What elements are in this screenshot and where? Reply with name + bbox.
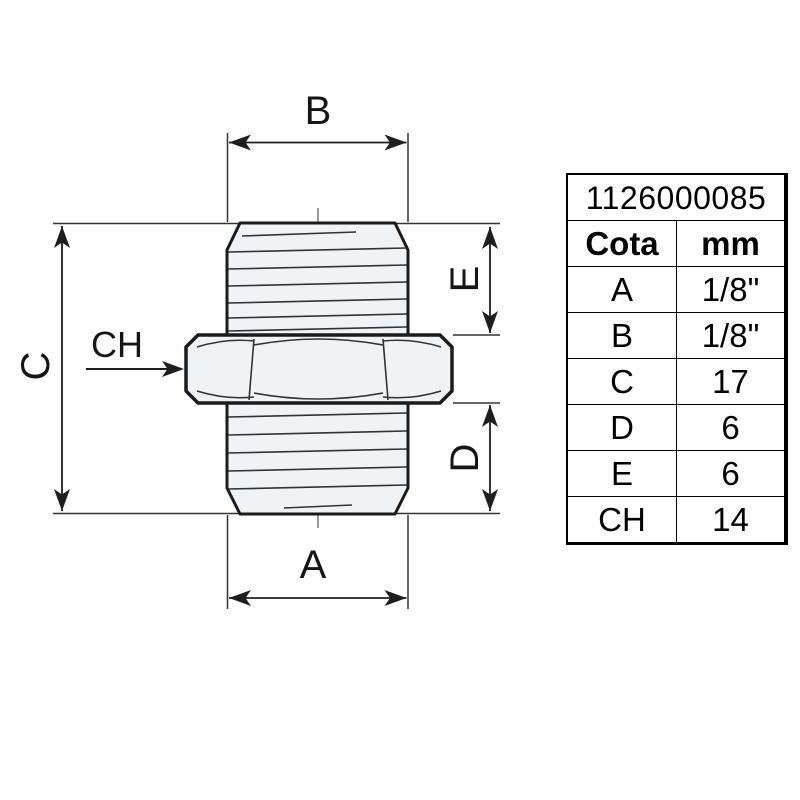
col-header-cota: Cota [566, 220, 677, 267]
hex-outline [184, 333, 454, 405]
dim-label-d: D [443, 444, 487, 473]
arrow-down-icon [482, 489, 498, 511]
dimension-a: A [229, 543, 407, 606]
dim-label-e: E [443, 266, 487, 293]
table-row: B 1/8" [566, 312, 787, 359]
hex-facet-lines [196, 338, 442, 401]
part-number: 1126000085 [566, 173, 787, 221]
arrow-left-icon [229, 134, 251, 151]
dimension-e: E [443, 227, 498, 333]
table-row: D 6 [566, 404, 787, 451]
dimension-b: B [229, 89, 407, 151]
dim-cell: D [566, 404, 677, 451]
dim-label-ch: CH [91, 324, 143, 365]
dim-cell: B [566, 312, 677, 359]
dim-label-c: C [14, 352, 58, 381]
table-row: CH 14 [566, 496, 787, 544]
dim-cell: A [566, 266, 677, 313]
table-row: C 17 [566, 358, 787, 405]
top-thread-lines [228, 231, 407, 332]
hex-nut [184, 333, 454, 405]
value-cell: 1/8" [676, 266, 787, 313]
dimension-table: 1126000085 Cota mm A 1/8" B 1/8" C 17 D … [566, 173, 788, 545]
arrow-down-icon [54, 489, 70, 511]
dimension-c: C [14, 226, 70, 511]
arrow-right-icon [384, 134, 407, 151]
value-cell: 17 [676, 358, 787, 405]
dim-cell: E [566, 450, 677, 497]
table-row: E 6 [566, 450, 787, 497]
dim-cell: C [566, 358, 677, 405]
part-number-row: 1126000085 [566, 173, 787, 221]
dim-label-a: A [300, 543, 327, 587]
value-cell: 14 [676, 496, 787, 544]
part-bottom-thread-section [225, 401, 410, 516]
bottom-thread-lines [228, 412, 407, 509]
table-header-row: Cota mm [566, 220, 787, 267]
dim-cell: CH [566, 496, 677, 544]
value-cell: 1/8" [676, 312, 787, 359]
value-cell: 6 [676, 450, 787, 497]
ch-callout: CH [86, 324, 184, 377]
dimension-d: D [443, 405, 498, 511]
part-top-thread-section [225, 221, 410, 337]
dim-label-b: B [305, 89, 332, 133]
table-row: A 1/8" [566, 266, 787, 313]
arrow-right-icon [384, 590, 407, 606]
arrow-left-icon [229, 590, 251, 606]
arrow-up-icon [54, 226, 70, 248]
value-cell: 6 [676, 404, 787, 451]
bottom-section-outline [225, 401, 410, 516]
col-header-mm: mm [676, 220, 787, 267]
arrow-down-icon [482, 311, 498, 333]
arrow-right-icon [162, 361, 184, 377]
arrow-up-icon [482, 227, 498, 249]
arrow-up-icon [482, 405, 498, 427]
